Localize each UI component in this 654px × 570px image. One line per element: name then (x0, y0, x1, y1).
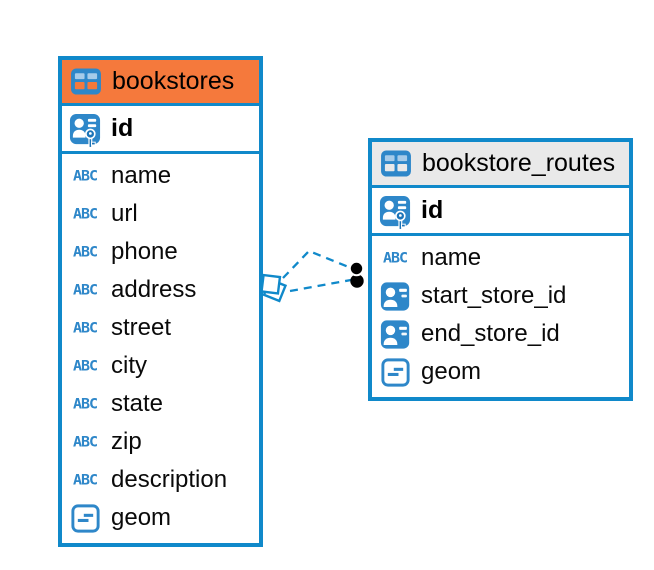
column-name: description (111, 466, 228, 493)
column-row-url[interactable]: ABC url (62, 195, 259, 233)
column-row-zip[interactable]: ABC zip (62, 423, 259, 461)
text-type-icon: ABC (72, 433, 98, 451)
text-type-icon: ABC (72, 205, 98, 223)
column-name: city (111, 352, 147, 379)
relationship-line-end-store[interactable] (289, 278, 352, 293)
table-icon (378, 145, 414, 183)
reference-type-icon (377, 315, 413, 353)
text-type-icon: ABC (72, 281, 98, 299)
column-name: url (111, 200, 138, 227)
column-row-start-store-id[interactable]: start_store_id (372, 277, 629, 315)
column-name: street (111, 314, 172, 341)
column-row-description[interactable]: ABC description (62, 461, 259, 499)
geometry-type-icon (377, 353, 413, 391)
column-name: id (111, 114, 134, 142)
relationship-source-marker-squares (260, 273, 288, 303)
entity-title: bookstore_routes (422, 149, 616, 177)
entity-bookstores-header[interactable]: bookstores (62, 60, 259, 106)
column-name: end_store_id (421, 320, 560, 347)
entity-title: bookstores (112, 67, 235, 95)
column-row-city[interactable]: ABC city (62, 347, 259, 385)
column-name: id (421, 196, 444, 224)
text-type-icon: ABC (72, 357, 98, 375)
relationship-line-start-store[interactable] (282, 249, 352, 279)
column-row-geom[interactable]: geom (372, 353, 629, 391)
text-type-icon: ABC (72, 319, 98, 337)
column-name: state (111, 390, 164, 417)
table-icon (68, 63, 104, 101)
column-name: geom (421, 358, 482, 385)
text-type-icon: ABC (382, 249, 408, 267)
column-row-name[interactable]: ABC name (62, 157, 259, 195)
geometry-type-icon (67, 499, 103, 537)
entity-table-bookstores[interactable]: bookstores id ABC name ABC url ABC phone… (58, 56, 263, 547)
column-row-id[interactable]: id (372, 188, 629, 236)
text-type-icon: ABC (72, 167, 98, 185)
column-name: zip (111, 428, 142, 455)
column-row-state[interactable]: ABC state (62, 385, 259, 423)
column-row-street[interactable]: ABC street (62, 309, 259, 347)
entity-bookstore-routes-header[interactable]: bookstore_routes (372, 142, 629, 188)
column-row-geom[interactable]: geom (62, 499, 259, 537)
relationship-target-marker-dots (348, 260, 365, 288)
column-row-phone[interactable]: ABC phone (62, 233, 259, 271)
text-type-icon: ABC (72, 395, 98, 413)
entity-table-bookstore-routes[interactable]: bookstore_routes id ABC name start_store… (368, 138, 633, 401)
column-name: name (111, 162, 172, 189)
column-row-address[interactable]: ABC address (62, 271, 259, 309)
column-name: start_store_id (421, 282, 567, 309)
reference-type-icon (377, 277, 413, 315)
primary-key-icon (377, 192, 413, 230)
column-row-end-store-id[interactable]: end_store_id (372, 315, 629, 353)
column-list: ABC name start_store_id end_store_id ge (372, 236, 629, 397)
column-row-id[interactable]: id (62, 106, 259, 154)
column-list: ABC name ABC url ABC phone ABC address A… (62, 154, 259, 543)
column-name: address (111, 276, 197, 303)
primary-key-icon (67, 110, 103, 148)
column-name: name (421, 244, 482, 271)
text-type-icon: ABC (72, 243, 98, 261)
column-name: geom (111, 504, 172, 531)
column-row-name[interactable]: ABC name (372, 239, 629, 277)
text-type-icon: ABC (72, 471, 98, 489)
column-name: phone (111, 238, 178, 265)
